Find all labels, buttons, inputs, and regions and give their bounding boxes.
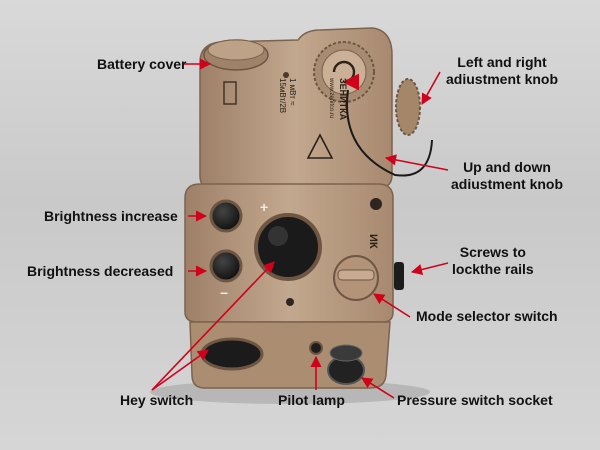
label-battery-cover: Battery cover (97, 56, 187, 72)
center-screw (286, 298, 294, 306)
leader-pressure-socket (361, 377, 395, 399)
main-emitter-window (254, 213, 322, 281)
label-screws-line2: lockthe rails (452, 261, 534, 277)
label-screws: Screws to lockthe rails (452, 244, 534, 278)
label-hey-switch: Hey switch (120, 392, 194, 408)
leader-hey-switch-b (151, 261, 275, 391)
leader-up-down-knob (384, 154, 449, 171)
rail-screw (394, 262, 404, 290)
label-left-right-knob: Left and right adiustment knob (446, 54, 558, 88)
label-screws-line1: Screws to (459, 244, 526, 260)
leader-hey-switch-a (151, 349, 209, 391)
label-up-down-knob: Up and down adiustment knob (451, 159, 563, 193)
pressure-switch-socket-top (329, 344, 363, 362)
left-right-knob (395, 78, 421, 136)
label-brightness-decreased: Brightness decreased (27, 263, 174, 279)
main-emitter-highlight (268, 226, 288, 246)
battery-icon (223, 81, 237, 105)
device-spec-1: 1 мВт ≈ (288, 78, 297, 106)
hey-switch[interactable] (200, 337, 264, 371)
label-up-down-line1: Up and down (463, 159, 551, 175)
label-brightness-increase: Brightness increase (44, 208, 178, 224)
device-label-panel: ЗЕНИТКА www.zenitco.ru 1 мВт ≈ 15мВт/2В (278, 77, 348, 121)
label-pilot-lamp: Pilot lamp (278, 392, 345, 408)
device-spec-2: 15мВт/2В (278, 78, 287, 113)
minus-mark: − (220, 285, 228, 301)
panel-screw (370, 198, 382, 210)
knob-cable (346, 89, 433, 177)
label-mode-selector: Mode selector switch (416, 308, 558, 324)
leader-left-right-knob (421, 71, 441, 105)
leader-lines (151, 58, 449, 399)
leader-screws (410, 262, 449, 275)
leader-mode-selector (373, 293, 411, 318)
label-up-down-line2: adiustment knob (451, 176, 564, 192)
mode-selector-lever (337, 269, 375, 281)
ik-mark: ИК (367, 234, 379, 249)
rotate-arrow-icon (332, 60, 360, 91)
label-pressure-socket: Pressure switch socket (397, 392, 553, 408)
pilot-lamp (309, 341, 323, 355)
laser-warning-icon (306, 133, 334, 159)
device-brand-text: ЗЕНИТКА (338, 78, 348, 121)
device-web-text: www.zenitco.ru (328, 77, 334, 118)
battery-cover-screw (283, 72, 289, 78)
label-left-right-line1: Left and right (457, 54, 547, 70)
label-left-right-line2: adiustment knob (446, 71, 559, 87)
battery-cover-top (207, 39, 265, 61)
plus-mark: + (260, 199, 268, 215)
brightness-increase-button[interactable] (209, 199, 243, 233)
brightness-decrease-button[interactable] (209, 249, 243, 283)
